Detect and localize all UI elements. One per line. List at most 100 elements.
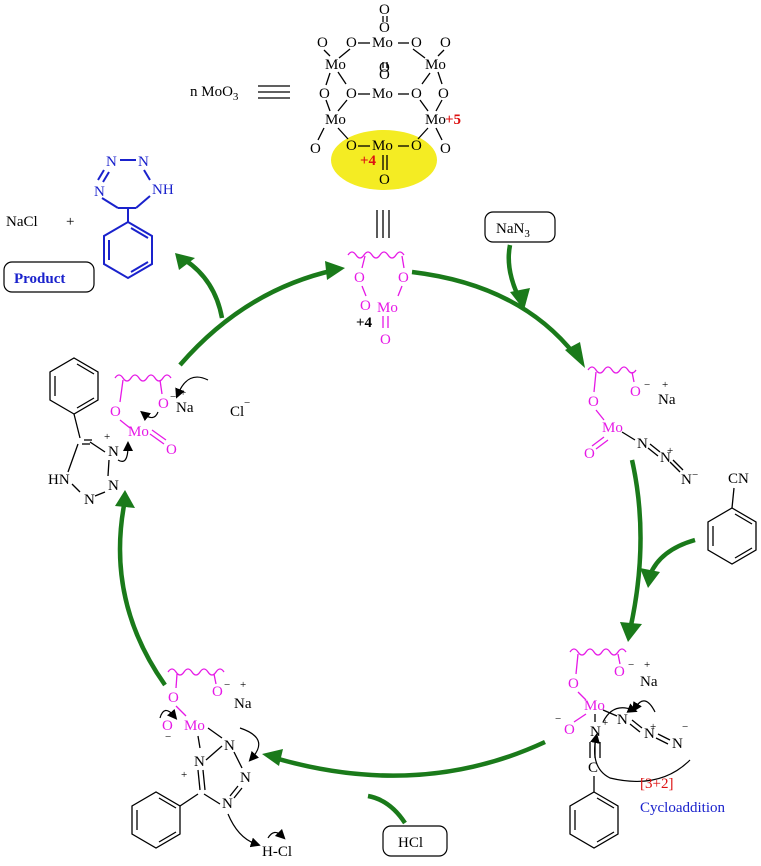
- svg-text:O: O: [346, 35, 357, 51]
- svg-text:O: O: [168, 690, 179, 706]
- svg-text:Mo: Mo: [377, 300, 398, 316]
- svg-text:O: O: [166, 442, 177, 458]
- svg-text:O: O: [346, 86, 357, 102]
- svg-text:N: N: [240, 770, 251, 786]
- cluster-bonds: [317, 16, 445, 170]
- svg-text:+: +: [240, 679, 246, 691]
- nan3-reagent: NaN3: [484, 211, 556, 243]
- hcl-reagent: HCl: [382, 825, 448, 857]
- svg-text:+: +: [650, 721, 656, 733]
- svg-text:N: N: [138, 154, 149, 170]
- svg-text:O: O: [379, 172, 390, 188]
- svg-text:Mo: Mo: [372, 86, 393, 102]
- svg-text:Na: Na: [176, 400, 194, 416]
- svg-text:O: O: [379, 20, 390, 36]
- svg-text:O: O: [588, 394, 599, 410]
- svg-text:O: O: [438, 86, 449, 102]
- svg-text:O: O: [411, 138, 422, 154]
- svg-text:+: +: [181, 769, 187, 781]
- equivalence-symbol: [258, 85, 290, 99]
- triple-bar-symbol: [376, 210, 390, 238]
- svg-text:O: O: [310, 141, 321, 157]
- svg-text:O: O: [398, 270, 409, 286]
- svg-text:−: −: [224, 679, 230, 691]
- svg-text:Mo: Mo: [325, 112, 346, 128]
- svg-text:Cycloaddition: Cycloaddition: [640, 800, 725, 816]
- svg-text:Mo: Mo: [584, 698, 605, 714]
- svg-text:O: O: [440, 141, 451, 157]
- tetrazole-ring: N N N NH: [94, 154, 174, 222]
- svg-text:HN: HN: [48, 472, 70, 488]
- svg-text:−: −: [682, 721, 688, 733]
- svg-text:N: N: [94, 184, 105, 200]
- svg-text:O: O: [379, 67, 390, 83]
- svg-text:CN: CN: [728, 471, 749, 487]
- svg-text:N: N: [660, 450, 671, 466]
- svg-text:−: −: [644, 379, 650, 391]
- svg-text:O: O: [440, 35, 451, 51]
- svg-text:Mo: Mo: [425, 57, 446, 73]
- svg-text:Na: Na: [234, 696, 252, 712]
- svg-text:O: O: [110, 404, 121, 420]
- ox-state-plus4: +4: [360, 153, 377, 169]
- svg-text:O: O: [614, 664, 625, 680]
- ox-state-plus5: +5: [445, 112, 461, 128]
- svg-text:N: N: [84, 492, 95, 508]
- svg-text:N: N: [106, 154, 117, 170]
- svg-text:O: O: [319, 86, 330, 102]
- svg-text:N: N: [108, 444, 119, 460]
- intermediate-product-release: O O − + Na Cl − Mo O N + N N HN: [48, 357, 250, 508]
- svg-text:O: O: [360, 298, 371, 314]
- moo3-label: n MoO3: [190, 84, 239, 103]
- svg-text:Na: Na: [658, 392, 676, 408]
- svg-text:Mo: Mo: [372, 138, 393, 154]
- svg-text:−: −: [170, 391, 176, 403]
- svg-text:N: N: [222, 796, 233, 812]
- svg-text:Mo: Mo: [128, 424, 149, 440]
- svg-text:Mo: Mo: [425, 112, 446, 128]
- svg-text:O: O: [354, 270, 365, 286]
- svg-text:O: O: [379, 2, 390, 18]
- svg-text:+: +: [662, 379, 668, 391]
- svg-text:+: +: [667, 445, 673, 457]
- svg-text:H-Cl: H-Cl: [262, 844, 292, 860]
- cluster-atoms: O O Mo O O O O Mo Mo O O O Mo O O Mo O M…: [310, 2, 451, 188]
- benzonitrile-reagent: CN: [707, 471, 757, 565]
- svg-text:Mo: Mo: [184, 718, 205, 734]
- svg-text:−: −: [628, 659, 634, 671]
- svg-text:−: −: [244, 397, 250, 409]
- svg-text:+4: +4: [356, 315, 373, 331]
- svg-text:O: O: [630, 384, 641, 400]
- svg-text:N: N: [644, 726, 655, 742]
- svg-text:N: N: [108, 478, 119, 494]
- svg-text:O: O: [411, 86, 422, 102]
- svg-text:NH: NH: [152, 182, 174, 198]
- svg-text:Na: Na: [640, 674, 658, 690]
- svg-text:C: C: [588, 760, 598, 776]
- svg-text:O: O: [564, 722, 575, 738]
- yellow-highlight: [331, 130, 437, 190]
- svg-text:O: O: [162, 718, 173, 734]
- svg-text:+: +: [602, 717, 608, 729]
- svg-text:O: O: [380, 332, 391, 348]
- svg-text:Mo: Mo: [602, 420, 623, 436]
- svg-text:O: O: [568, 676, 579, 692]
- intermediate-tetrazole-bound: O O − + Na O − Mo N + N N N H-Cl: [131, 668, 292, 860]
- nacl-label: NaCl: [6, 214, 38, 230]
- svg-text:O: O: [346, 138, 357, 154]
- svg-text:N: N: [590, 724, 601, 740]
- svg-text:[3+2]: [3+2]: [640, 776, 673, 792]
- svg-text:O: O: [379, 60, 390, 76]
- svg-text:HCl: HCl: [398, 835, 423, 851]
- svg-text:N: N: [637, 436, 648, 452]
- intermediate-azide-bound: O O − + Na Mo O N N + N −: [584, 366, 698, 488]
- product-label: Product: [14, 271, 65, 287]
- svg-text:N: N: [194, 754, 205, 770]
- svg-text:N: N: [224, 738, 235, 754]
- svg-text:O: O: [158, 396, 169, 412]
- moo3-cluster: n MoO3 O O Mo O O O O Mo Mo O O O Mo O O…: [190, 2, 461, 238]
- catalyst-top: O O O Mo O +4: [347, 251, 409, 348]
- svg-text:−: −: [165, 731, 171, 743]
- svg-text:Cl: Cl: [230, 404, 244, 420]
